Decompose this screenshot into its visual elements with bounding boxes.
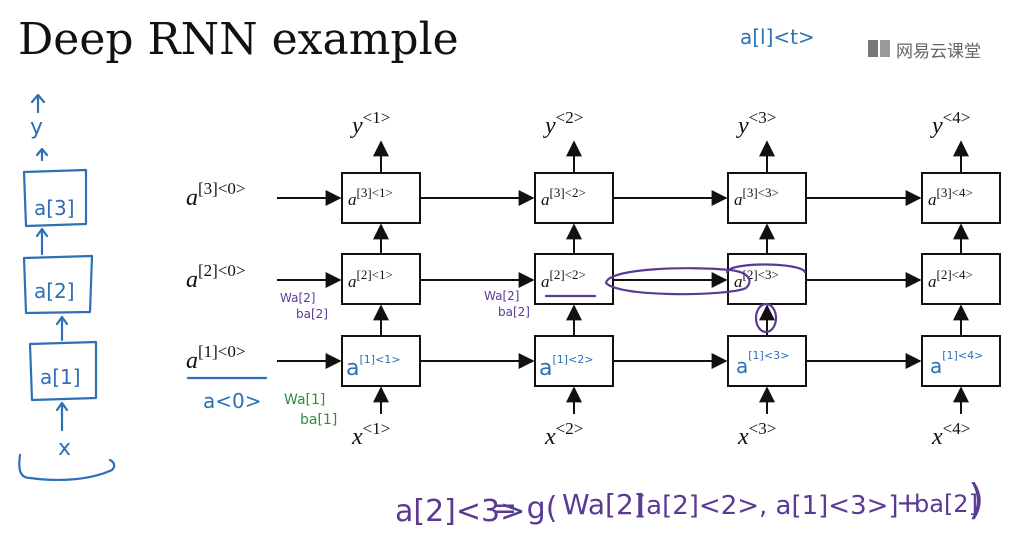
initial-state-l2: a[2]<0> <box>186 261 246 293</box>
cell-label-l3-t2: a[3]<2> <box>541 185 586 209</box>
green-annotations: Wa[1] ba[1] <box>284 392 337 428</box>
equation-plus: + <box>896 486 919 519</box>
weights-purple-b1: ba[2] <box>296 307 328 321</box>
stack-output-label: y <box>30 115 43 140</box>
stack-box-l3 <box>22 168 88 228</box>
vertical-arrows <box>373 140 969 414</box>
watermark-text: 网易云课堂 <box>896 42 981 62</box>
equation-eq: = g( <box>492 491 557 526</box>
weights-purple-b2: ba[2] <box>498 305 530 319</box>
purple-annotations: Wa[2] ba[2] Wa[2] ba[2] <box>280 263 807 334</box>
circle-vertical-link <box>754 302 778 334</box>
stack-input-bracket <box>18 453 116 482</box>
stack-box-l2 <box>22 254 94 315</box>
cell-labels-l2: a[2]<1> a[2]<2> a[2]<3> a[2]<4> <box>348 267 973 291</box>
output-label-1: y<1> <box>350 108 390 139</box>
stack-label-l3: a[3] <box>34 196 75 220</box>
output-label-4: y<4> <box>930 108 970 139</box>
stack-input-label: x <box>58 436 71 461</box>
cell-l3-t1 <box>341 172 421 224</box>
cell-labels-l3: a[3]<1> a[3]<2> a[3]<3> a[3]<4> <box>348 185 973 209</box>
cell-label-l3-t3: a[3]<3> <box>734 185 779 209</box>
cell-label-l2-t2: a[2]<2> <box>541 267 586 291</box>
initial-state-labels: a[3]<0> a[2]<0> a[1]<0> <box>186 179 246 374</box>
stack-arrow-3 <box>35 147 49 162</box>
equation-lhs: a[2]<3> <box>395 494 525 529</box>
stack-label-l2: a[2] <box>34 279 75 303</box>
horizontal-arrows <box>277 190 922 369</box>
cell-l2-t1 <box>341 253 421 305</box>
cell-label-l2-t4: a[2]<4> <box>928 267 973 291</box>
handwritten-a0-text: a<0> <box>203 389 262 413</box>
weights-purple-w2: Wa[2] <box>484 289 519 303</box>
input-label-4: x<4> <box>931 419 970 450</box>
cell-label-l3-t1: a[3]<1> <box>348 185 393 209</box>
input-label-1: x<1> <box>351 419 390 450</box>
handwritten-stack: y a[3] a[2] a[1] x <box>18 93 116 482</box>
book-icon <box>868 40 890 57</box>
page-title: Deep RNN example <box>18 14 459 65</box>
initial-state-l1: a[1]<0> <box>186 342 246 374</box>
cell-label-l1-t1: a[1]<1> <box>346 353 401 381</box>
weights-green-w: Wa[1] <box>284 392 325 408</box>
cell-label-l3-t4: a[3]<4> <box>928 185 973 209</box>
stack-arrow-top <box>30 93 46 114</box>
cell-l3-t4 <box>921 172 1001 224</box>
cell-labels-l1-handwritten: a[1]<1> a[1]<2> a[1]<3> a[1]<4> <box>346 349 983 381</box>
cell-label-l2-t1: a[2]<1> <box>348 267 393 291</box>
output-label-3: y<3> <box>736 108 776 139</box>
equation-bracket: [a[2]<2>, a[1]<3>] <box>636 491 899 521</box>
equation: a[2]<3> = g( Wa[2] [a[2]<2>, a[1]<3>] + … <box>395 475 984 529</box>
stack-arrow-input <box>55 401 69 432</box>
initial-state-l3: a[3]<0> <box>186 179 246 211</box>
stack-label-l1: a[1] <box>40 365 81 389</box>
input-label-3: x<3> <box>737 419 776 450</box>
cell-label-l1-t2: a[1]<2> <box>539 353 594 381</box>
cell-l1-t1 <box>341 335 421 387</box>
cell-l3-t2 <box>534 172 614 224</box>
ellipse-l2-link <box>604 267 751 296</box>
handwritten-a0: a<0> <box>186 376 268 413</box>
weights-green-b: ba[1] <box>300 412 337 428</box>
output-labels: y<1> y<2> y<3> y<4> <box>350 108 970 139</box>
equation-b: ba[2] <box>914 490 978 518</box>
cell-label-l1-t3: a[1]<3> <box>736 349 789 378</box>
cell-l1-t2 <box>534 335 614 387</box>
circle-a2-3 <box>725 263 807 274</box>
input-labels: x<1> x<2> x<3> x<4> <box>351 419 970 450</box>
output-label-2: y<2> <box>543 108 583 139</box>
equation-close: ) <box>968 475 984 524</box>
weights-purple-w1: Wa[2] <box>280 291 315 305</box>
input-label-2: x<2> <box>544 419 583 450</box>
equation-w: Wa[2] <box>562 488 645 521</box>
cell-label-l2-t3: a[2]<3> <box>734 267 779 291</box>
watermark: 网易云课堂 <box>868 40 981 62</box>
cell-label-l1-t4: a[1]<4> <box>930 349 983 378</box>
stack-arrow-1 <box>55 315 69 342</box>
corner-note: a[l]<t> <box>740 25 815 49</box>
stack-box-l1 <box>28 340 98 402</box>
cell-l1-t4 <box>921 335 1001 387</box>
stack-arrow-2 <box>35 227 49 256</box>
cell-l2-t4 <box>921 253 1001 305</box>
